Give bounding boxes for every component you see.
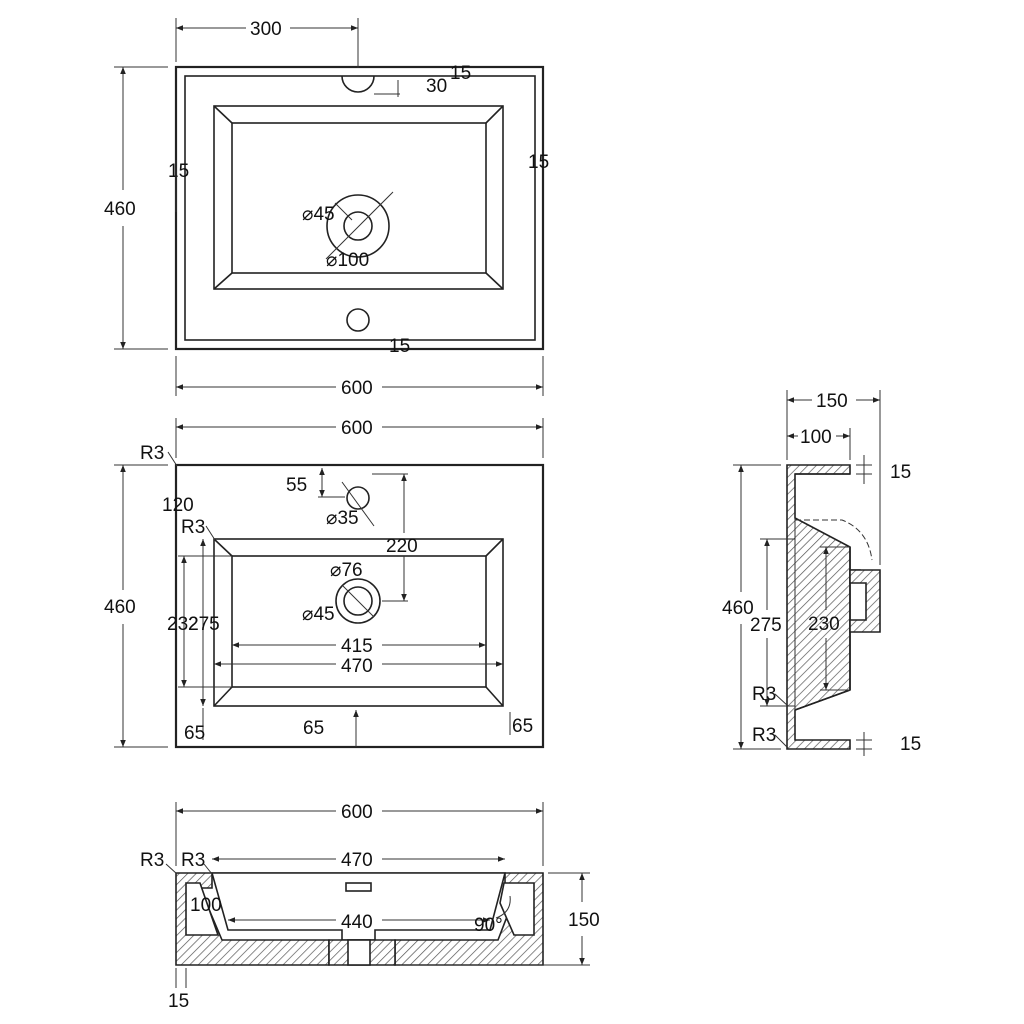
dim-waste-outer-label: ⌀100	[326, 250, 369, 271]
front-bowl-inner	[231, 555, 487, 688]
section-overflow-slot	[345, 882, 372, 892]
dim-depth-label: 460	[104, 597, 136, 618]
top-waste-leader	[334, 202, 353, 221]
radius-lower-label: R3	[752, 725, 776, 746]
angle-label: 90°	[474, 915, 503, 936]
dim-440-label: 440	[341, 912, 373, 933]
dim-230-label: 230	[808, 614, 840, 635]
dim-232-label: 232	[167, 614, 199, 635]
section-right-cavity	[499, 882, 535, 936]
side-view: 150 100 15 460 275 230 R3 R3	[722, 390, 921, 756]
top-rim-inner	[184, 75, 536, 341]
dim-15-right-label: 15	[528, 152, 549, 173]
dim-15-top-label: 15	[890, 462, 911, 483]
top-tap-notch	[341, 75, 375, 93]
radius-leader	[167, 451, 178, 467]
dim-15-label: 15	[168, 991, 189, 1012]
front-tap-leader	[341, 481, 375, 527]
front-tap-hole	[346, 486, 370, 510]
side-waste-spigot	[849, 569, 881, 633]
dim-460-label: 460	[722, 598, 754, 619]
top-overflow-hole	[346, 308, 370, 332]
dim-tap-hole-label: ⌀35	[326, 508, 359, 529]
dim-waste-inner-label: ⌀45	[302, 204, 335, 225]
radius-inner-label: R3	[181, 517, 205, 538]
dim-120-label: 120	[162, 495, 194, 516]
dim-15-bottom-label: 15	[389, 336, 410, 357]
dim-waste-76-label: ⌀76	[330, 560, 363, 581]
top-bowl-outer	[213, 105, 504, 290]
dim-100-label: 100	[800, 427, 832, 448]
top-waste-inner-circle	[343, 211, 373, 241]
radius-leader	[203, 863, 213, 875]
dim-150-label: 150	[568, 910, 600, 931]
dim-15-bottom-label: 15	[900, 734, 921, 755]
top-waste-leader	[325, 191, 394, 260]
dim-220-label: 220	[386, 536, 418, 557]
dim-470-label: 470	[341, 656, 373, 677]
dim-65-mid-label: 65	[303, 718, 324, 739]
dim-150-label: 150	[816, 391, 848, 412]
radius-leader	[165, 863, 178, 875]
side-overflow-channel	[795, 519, 873, 561]
front-outer-outline	[174, 463, 545, 749]
front-waste-leader	[342, 585, 375, 618]
radius-outer-label: R3	[140, 443, 164, 464]
dim-65-left-label: 65	[184, 723, 205, 744]
top-outer-outline	[174, 65, 545, 351]
front-view: 600 R3 120 R3 55 ⌀35 220 ⌀76 ⌀45 460 232…	[104, 418, 545, 749]
front-bowl-corner	[213, 538, 233, 557]
dim-275-label: 275	[188, 614, 220, 635]
radius-inner-label: R3	[181, 850, 205, 871]
dim-65-right-label: 65	[512, 716, 533, 737]
radius-outer-label: R3	[140, 850, 164, 871]
dim-100-label: 100	[190, 895, 222, 916]
dim-470-label: 470	[341, 850, 373, 871]
top-bowl-corner	[213, 105, 233, 124]
dim-15-top-label: 15	[450, 63, 471, 84]
front-waste-outer	[335, 578, 381, 624]
dim-600-label: 600	[341, 802, 373, 823]
dim-tap-offset-label: 300	[250, 19, 282, 40]
dim-15-left-label: 15	[168, 161, 189, 182]
side-section-body	[786, 464, 861, 750]
front-bowl-corner	[485, 686, 504, 707]
top-bowl-corner	[485, 105, 504, 124]
front-waste-inner	[343, 586, 373, 616]
angle-arc	[495, 895, 511, 919]
front-bowl-corner	[485, 538, 504, 557]
front-bowl-outer	[213, 538, 504, 707]
dim-waste-45-label: ⌀45	[302, 604, 335, 625]
radius-upper-label: R3	[752, 684, 776, 705]
top-bowl-corner	[485, 272, 504, 290]
section-left-cavity	[185, 882, 220, 936]
section-waste-bore	[347, 939, 371, 966]
dim-275-label: 275	[750, 615, 782, 636]
radius-leader	[774, 693, 789, 707]
dim-415-label: 415	[341, 636, 373, 657]
top-bowl-corner	[213, 272, 233, 290]
top-waste-outer-circle	[326, 194, 390, 258]
top-bowl-inner	[231, 122, 487, 274]
dim-55-label: 55	[286, 475, 307, 496]
dim-width-label: 600	[341, 378, 373, 399]
radius-leader	[774, 734, 789, 749]
dim-30-label: 30	[426, 76, 447, 97]
front-bowl-corner	[213, 686, 233, 707]
dim-width-label: 600	[341, 418, 373, 439]
section-view: 600 R3 R3 470 100 440 90° 150 15	[140, 802, 600, 1012]
top-view: 300 30 15 460 15 15 ⌀45 ⌀100 15 600	[104, 18, 549, 399]
radius-leader	[205, 525, 216, 541]
dim-depth-label: 460	[104, 199, 136, 220]
